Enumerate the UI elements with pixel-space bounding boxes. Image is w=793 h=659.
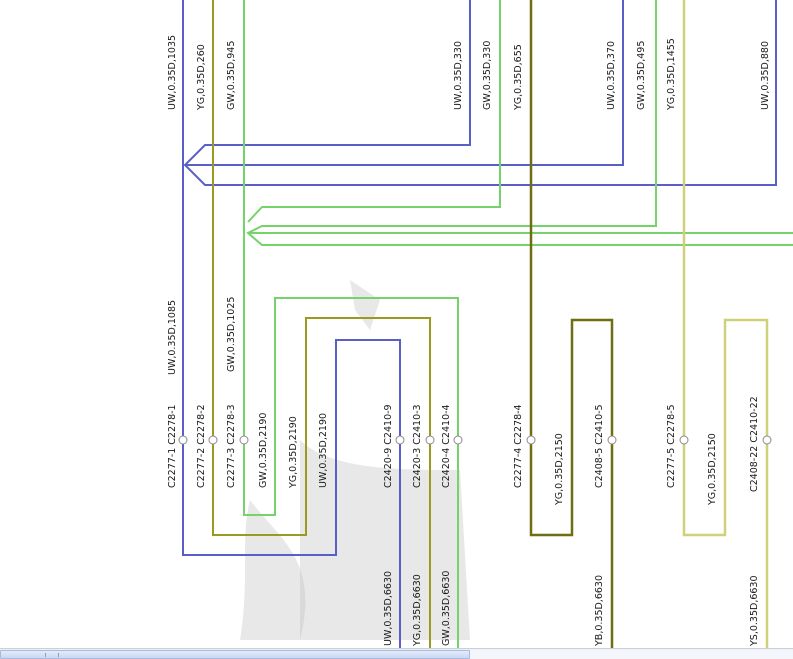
label-gw-6630: GW,0.35D,6630 (441, 571, 452, 646)
wire-uw-330 (183, 0, 777, 186)
wire-uw-1035 (182, 0, 401, 648)
connector-node (178, 435, 188, 445)
label-uw-1035: UW,0.35D,1035 (167, 35, 178, 110)
label-uw-330: UW,0.35D,330 (453, 41, 464, 110)
label-c2420-4: C2420-4 C2410-4 (441, 404, 452, 488)
label-gw-1025: GW,0.35D,1025 (226, 297, 237, 372)
wire-uw-370 (185, 0, 624, 166)
connector-node (208, 435, 218, 445)
label-uw-6630: UW,0.35D,6630 (383, 571, 394, 646)
label-yg-6630: YG,0.35D,6630 (412, 574, 423, 647)
label-uw-370: UW,0.35D,370 (606, 41, 617, 110)
label-yg-2150b: YG,0.35D,2150 (707, 433, 718, 506)
connector-node (239, 435, 249, 445)
label-yb-6630: YB,0.35D,6630 (594, 575, 605, 647)
label-gw-330: GW,0.35D,330 (482, 41, 493, 110)
label-ys-6630: YS,0.35D,6630 (749, 575, 760, 647)
connector-node (526, 435, 536, 445)
label-gw-945: GW,0.35D,945 (226, 41, 237, 110)
label-c2277-5: C2277-5 C2278-5 (666, 404, 677, 488)
label-c2420-9: C2420-9 C2410-9 (383, 404, 394, 488)
label-c2277-3: C2277-3 C2278-3 (226, 404, 237, 488)
horizontal-scrollbar[interactable] (0, 648, 793, 659)
connector-node (453, 435, 463, 445)
wire-yg-655 (529, 0, 614, 648)
label-uw-1085: UW,0.35D,1085 (167, 300, 178, 375)
label-gw-495: GW,0.35D,495 (636, 41, 647, 110)
label-yg-1455: YG,0.35D,1455 (666, 38, 677, 111)
wire-yg-260 (212, 0, 431, 648)
label-c2408-22: C2408-22 C2410-22 (749, 396, 760, 492)
connector-node (679, 435, 689, 445)
label-c2420-3: C2420-3 C2410-3 (412, 404, 423, 488)
wire-yg-1455 (682, 0, 769, 648)
scrollbar-thumb[interactable] (0, 650, 470, 659)
label-c2277-1: C2277-1 C2278-1 (167, 404, 178, 488)
connector-node (762, 435, 772, 445)
grip-icon (45, 653, 59, 657)
label-c2277-4: C2277-4 C2278-4 (513, 404, 524, 488)
label-c2408-5: C2408-5 C2410-5 (594, 404, 605, 488)
wire-gw-495 (246, 0, 793, 246)
label-yg-2190: YG,0.35D,2190 (288, 416, 299, 489)
label-yg-260: YG,0.35D,260 (196, 44, 207, 111)
label-yg-2150: YG,0.35D,2150 (554, 433, 565, 506)
label-gw-2190: GW,0.35D,2190 (258, 413, 269, 488)
label-yg-655: YG,0.35D,655 (513, 44, 524, 111)
wire-gw-330 (247, 0, 501, 223)
label-uw-2190: UW,0.35D,2190 (318, 413, 329, 488)
connector-node (395, 435, 405, 445)
wire-gw-945 (243, 0, 459, 648)
scrollbar-track[interactable] (470, 650, 793, 659)
label-c2277-2: C2277-2 C2278-2 (196, 404, 207, 488)
connector-node (607, 435, 617, 445)
label-uw-880: UW,0.35D,880 (760, 41, 771, 110)
connector-node (425, 435, 435, 445)
